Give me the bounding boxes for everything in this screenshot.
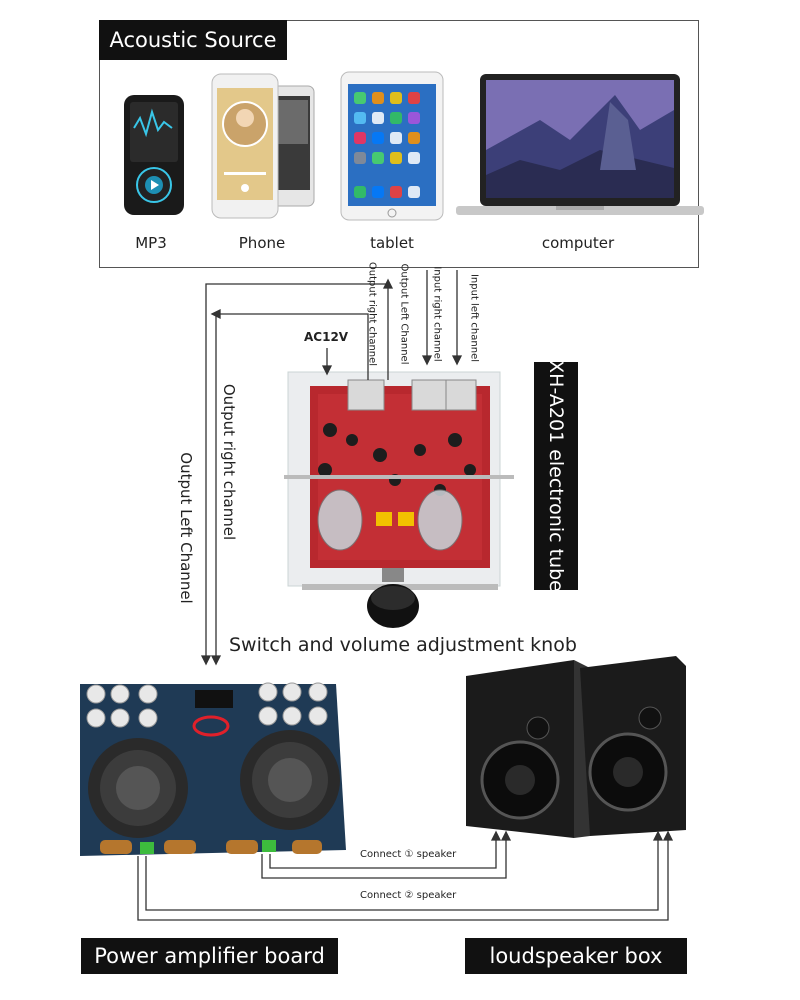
- loudspeaker-icon: [466, 656, 686, 838]
- jack-label-output-right: Output right channel: [366, 261, 378, 367]
- device-label-computer: computer: [541, 234, 615, 252]
- phone-icon: [211, 73, 315, 219]
- tablet-icon: [340, 71, 444, 221]
- laptop-icon: [456, 74, 704, 215]
- power-amplifier-board: [80, 682, 346, 856]
- device-label-mp3: MP3: [135, 234, 167, 252]
- tube-amplifier-title: XH-A201 electronic tube: [534, 360, 578, 592]
- acoustic-source-title: Acoustic Source: [99, 20, 287, 60]
- speaker1-connection-label: Connect ① speaker: [360, 849, 457, 860]
- heatsink-right: [240, 730, 340, 830]
- device-label-tablet: tablet: [370, 234, 414, 252]
- mp3-player-icon: [124, 95, 184, 215]
- power-input-label: AC12V: [304, 330, 349, 344]
- tube-amplifier-board: [284, 371, 514, 590]
- speaker2-connection-label: Connect ② speaker: [360, 890, 457, 901]
- loudspeaker-title: loudspeaker box: [465, 938, 687, 974]
- jack-label-input-right: Input right channel: [431, 266, 443, 362]
- wiring-diagram: [137, 270, 674, 921]
- device-label-phone: Phone: [238, 234, 286, 252]
- jack-label-output-left: Output Left Channel: [398, 263, 410, 365]
- heatsink-left: [88, 738, 188, 838]
- power-amplifier-title: Power amplifier board: [81, 938, 338, 974]
- knob-label: Switch and volume adjustment knob: [229, 634, 577, 656]
- volume-knob-icon: [367, 568, 419, 628]
- tube-amplifier-title-text: XH-A201 electronic tube: [545, 360, 567, 592]
- wire-label-output-right: Output right channel: [220, 383, 238, 541]
- wire-label-output-left: Output Left Channel: [177, 452, 195, 604]
- jack-label-input-left: Input left channel: [468, 273, 480, 363]
